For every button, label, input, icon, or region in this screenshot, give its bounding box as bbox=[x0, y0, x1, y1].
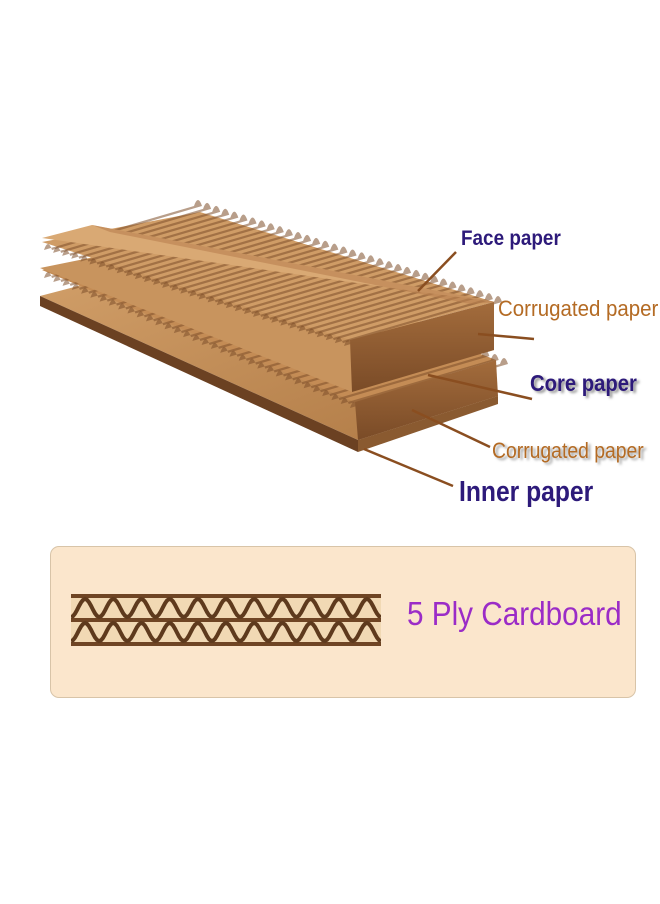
corrugated-bottom-end bbox=[355, 360, 498, 440]
core-paper-leader bbox=[427, 373, 533, 401]
corrugated-top-leader bbox=[477, 332, 535, 341]
face-paper-leader bbox=[417, 251, 457, 292]
corrugated-paper-top-label: Corrugated paper bbox=[498, 296, 659, 321]
ply-title: 5 Ply Cardboard bbox=[407, 595, 622, 632]
corrugated-bottom-leader bbox=[411, 408, 491, 449]
cross-section-face-liner bbox=[71, 594, 381, 598]
corrugated-top-end bbox=[350, 302, 494, 392]
cross-section-flute-top bbox=[71, 596, 381, 620]
inner-paper-end bbox=[358, 396, 498, 452]
corrugated-paper-bottom-label: Corrugated paper bbox=[492, 438, 644, 463]
cardboard-cross-section bbox=[71, 594, 381, 646]
inner-paper-edge bbox=[40, 296, 358, 452]
ply-info-panel: 5 Ply Cardboard bbox=[50, 546, 636, 698]
face-paper-shadow bbox=[92, 225, 496, 304]
inner-paper-label: Inner paper bbox=[459, 476, 594, 508]
cross-section-inner-liner bbox=[71, 642, 381, 646]
face-paper-label: Face paper bbox=[461, 227, 561, 250]
core-paper-label: Core paper bbox=[530, 370, 637, 396]
cross-section-core-liner bbox=[71, 618, 381, 622]
cross-section-flute-bottom bbox=[71, 620, 381, 644]
cardboard-layers-diagram bbox=[40, 200, 535, 488]
inner-paper-leader bbox=[363, 447, 454, 488]
